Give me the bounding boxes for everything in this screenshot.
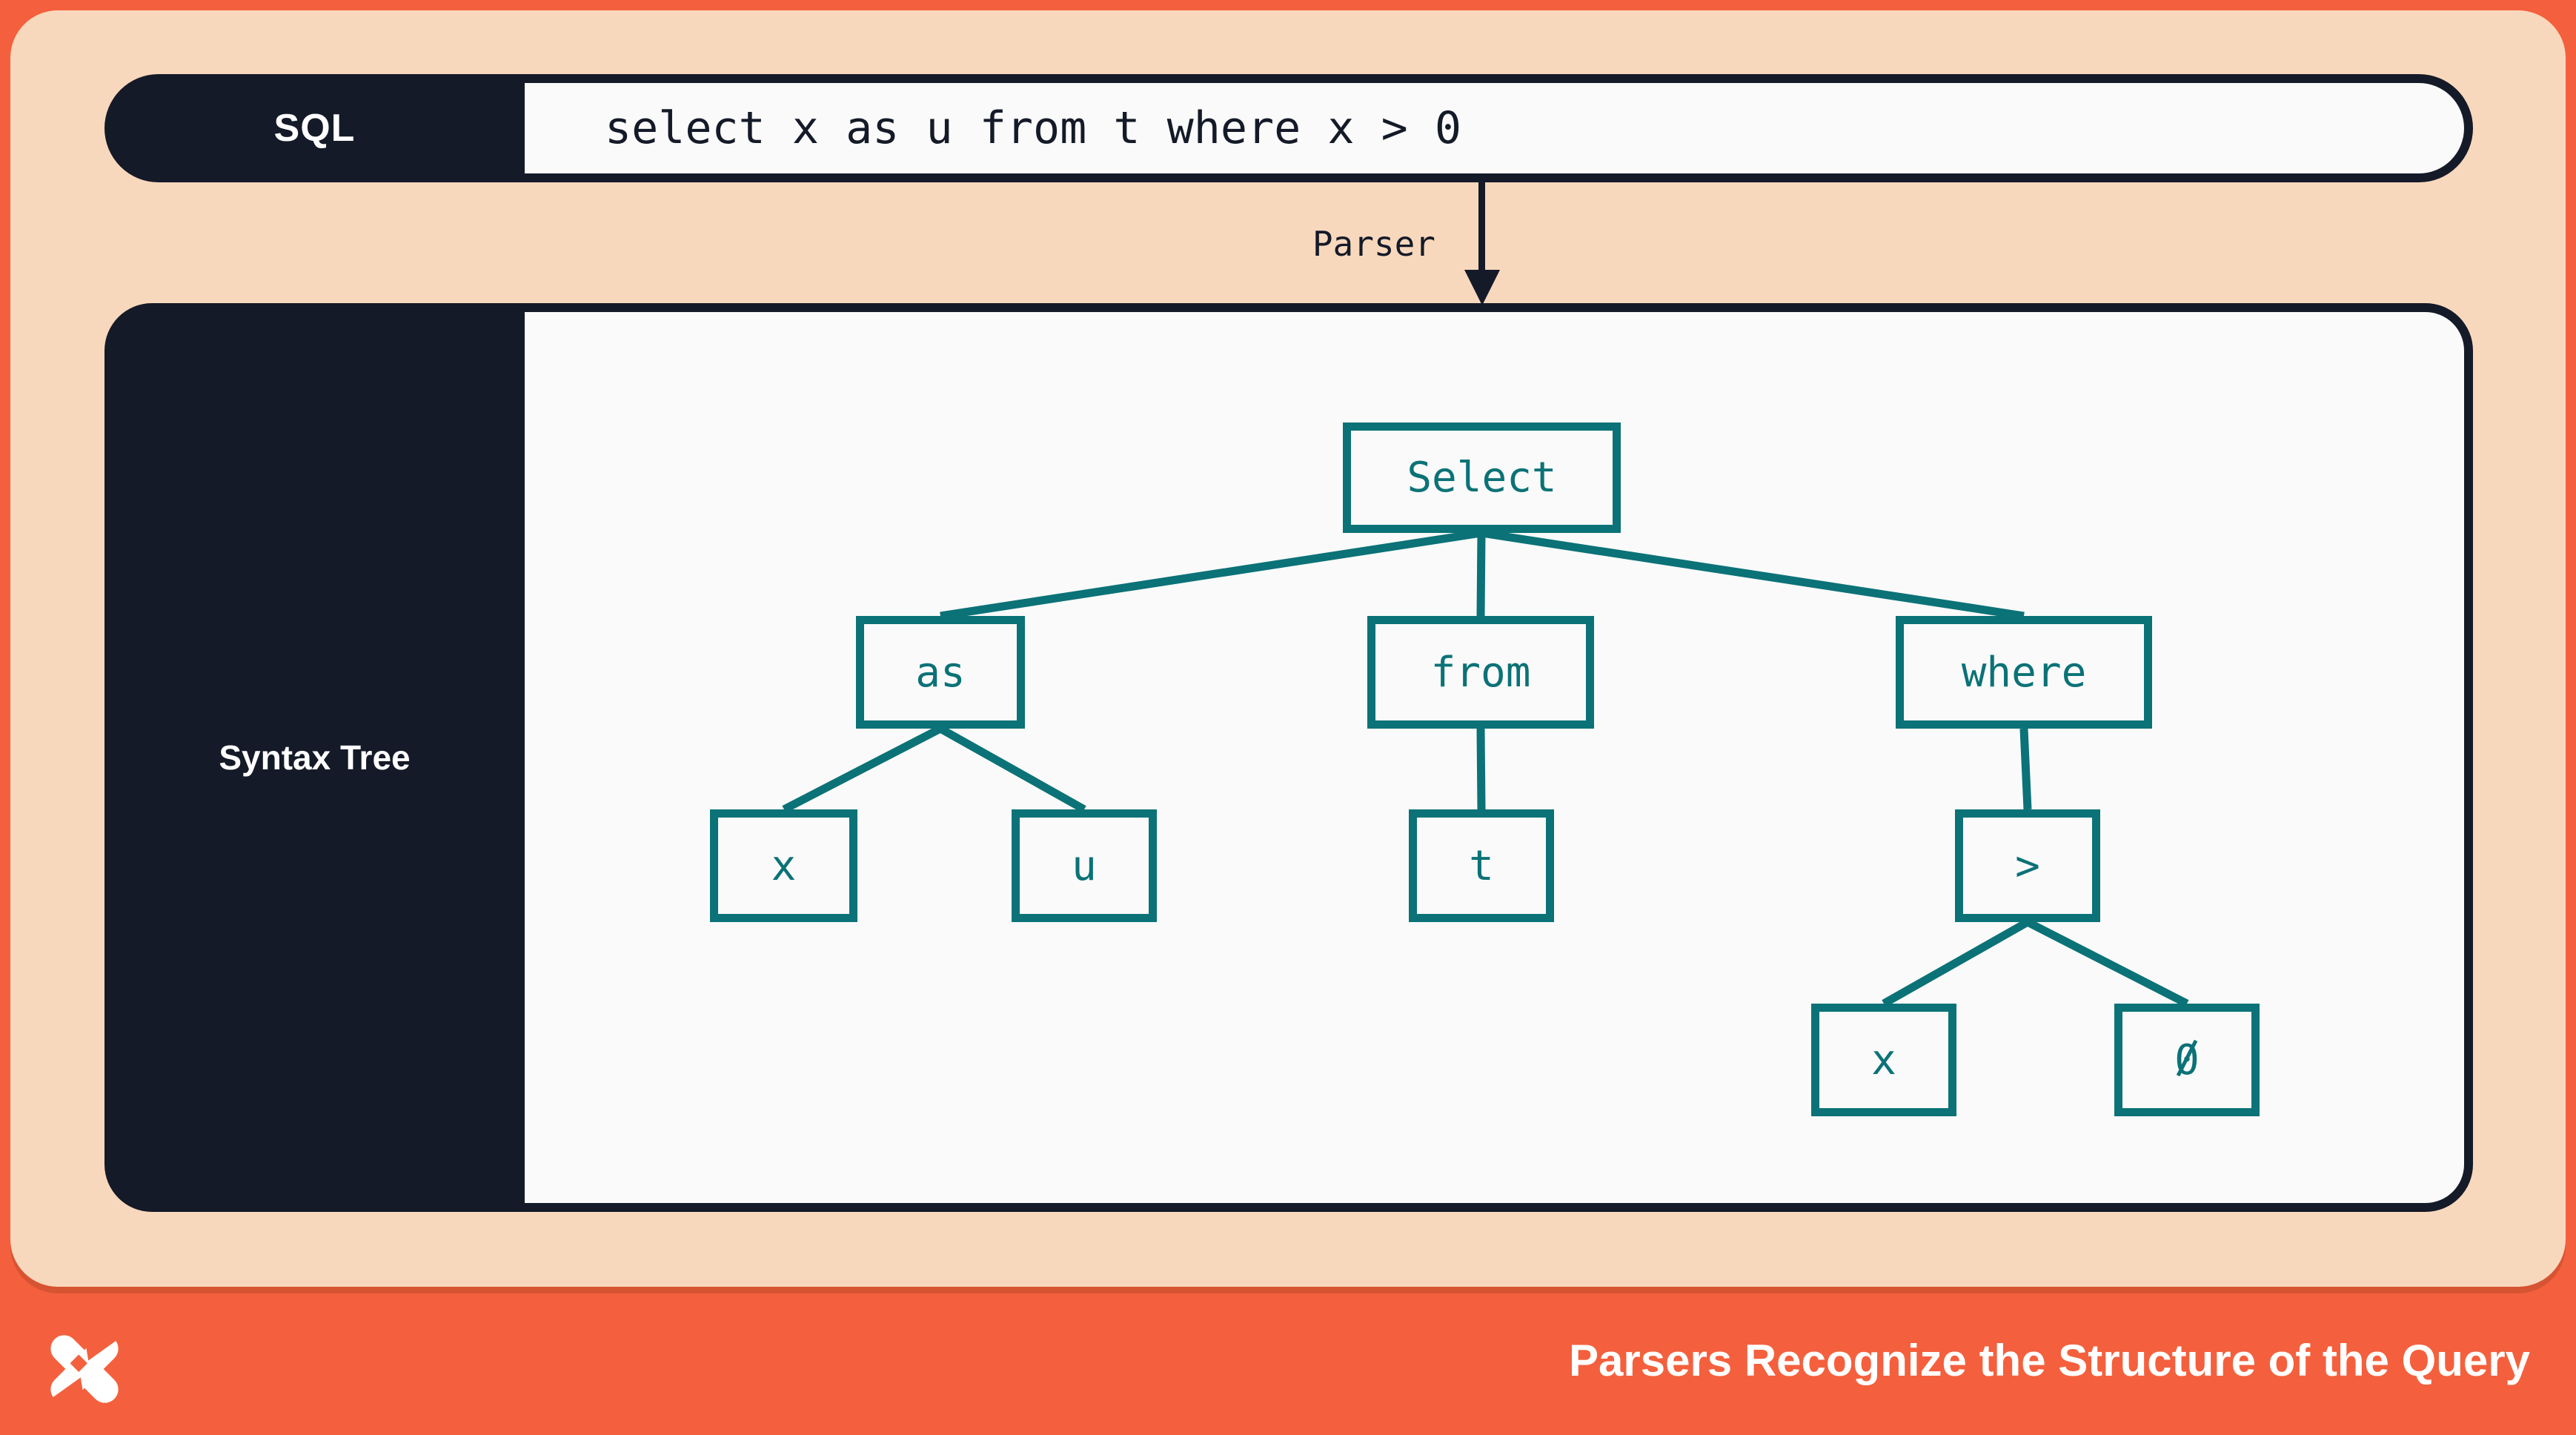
tree-edge [1882,918,2030,1007]
tree-node-where: where [1896,616,2152,729]
tree-node-t: t [1409,809,1554,922]
tree-edge [940,528,1482,620]
tree-node-x: x [1811,1004,1956,1116]
parser-arrow-head-icon [1464,270,1500,305]
tree-edge [2019,728,2032,810]
tree-edge [782,725,943,813]
tree-node-select: Select [1343,422,1621,533]
sql-code-area: select x as u from t where x > 0 [525,83,2464,173]
parser-arrow-line [1478,182,1485,271]
dolt-star-logo-icon [48,1327,121,1411]
tree-edge [2025,918,2189,1007]
tree-node-u: u [1012,809,1157,922]
tree-node-from: from [1367,616,1594,729]
parser-label: Parser [1312,224,1435,264]
tree-edge [1481,528,2025,620]
tree-edges [782,528,2189,1007]
syntax-tree-panel-label: Syntax Tree [219,738,411,777]
sql-query-text: select x as u from t where x > 0 [605,102,1461,154]
tree-edge [938,725,1086,813]
footer-title: Parsers Recognize the Structure of the Q… [1568,1336,2530,1385]
syntax-tree-canvas: Select as from where x u t > x 0 [525,312,2464,1203]
sql-bar-label: SQL [273,107,356,150]
tree-node-greater-than: > [1955,809,2100,922]
tree-node-as: as [856,616,1025,729]
tree-node-zero: 0 [2114,1004,2260,1116]
sql-bar: SQL select x as u from t where x > 0 [104,74,2473,182]
tree-node-x: x [710,809,857,922]
syntax-tree-panel: Syntax Tree Select as from wher [104,303,2473,1212]
